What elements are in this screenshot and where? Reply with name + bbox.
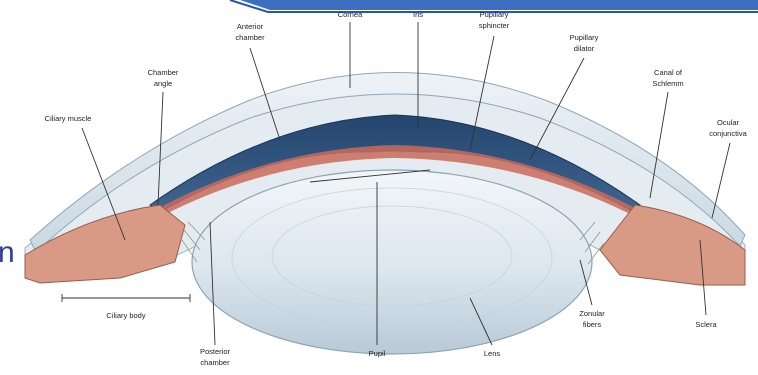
label-pupil: Pupil xyxy=(369,349,386,358)
label-pupillary-dilator-2: dilator xyxy=(574,44,595,53)
label-sclera: Sclera xyxy=(695,320,717,329)
label-ciliary-body: Ciliary body xyxy=(106,311,145,320)
label-posterior-chamber-2: chamber xyxy=(200,358,230,367)
header-banner xyxy=(240,0,758,10)
label-lens: Lens xyxy=(484,349,501,358)
label-iris: Iris xyxy=(413,10,423,19)
label-chamber-angle-1: Chamber xyxy=(148,68,179,77)
label-posterior-chamber-1: Posterior xyxy=(200,347,231,356)
label-ciliary-muscle: Ciliary muscle xyxy=(45,114,92,123)
label-pupillary-sphincter-1: Pupillary xyxy=(480,10,509,19)
label-anterior-chamber-1: Anterior xyxy=(237,22,264,31)
label-canal-of-schlemm-1: Canal of xyxy=(654,68,683,77)
label-canal-of-schlemm-2: Schlemm xyxy=(652,79,683,88)
label-ocular-conjunctiva-1: Ocular xyxy=(717,118,740,127)
label-ocular-conjunctiva-2: conjunctiva xyxy=(709,129,747,138)
label-zonular-fibers-1: Zonular xyxy=(579,309,605,318)
label-pupillary-dilator-1: Pupillary xyxy=(570,33,599,42)
label-zonular-fibers-2: fibers xyxy=(583,320,602,329)
label-chamber-angle-2: angle xyxy=(154,79,172,88)
label-cornea: Cornea xyxy=(338,10,363,19)
label-pupillary-sphincter-2: sphincter xyxy=(479,21,510,30)
label-anterior-chamber-2: chamber xyxy=(235,33,265,42)
lens xyxy=(192,170,592,354)
edge-letter: n xyxy=(0,236,15,269)
